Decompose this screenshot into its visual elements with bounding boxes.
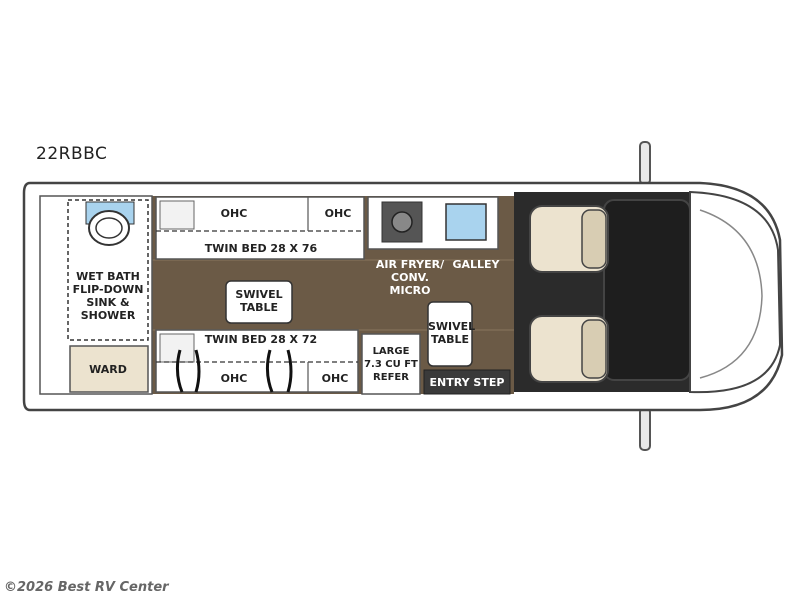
swivel-table-label: SWIVEL TABLE [235, 288, 283, 314]
ohc-label: OHC [321, 372, 349, 385]
refrigerator [361, 333, 421, 395]
seatbelt-icon [265, 349, 274, 393]
hood [689, 190, 782, 394]
galley-label: GALLEY [452, 258, 500, 271]
entry-step [423, 369, 511, 395]
air-fryer-label: AIR FRYER/ CONV. MICRO [375, 258, 445, 297]
mirror-bottom [639, 407, 651, 451]
swivel-table-right [427, 301, 473, 367]
ward-label: WARD [89, 363, 127, 376]
refer-label: LARGE 7.3 CU FT REFER [364, 346, 418, 383]
ohc-label: OHC [220, 207, 248, 220]
swivel-table-left [225, 280, 293, 324]
sink-icon [445, 203, 487, 241]
seatbelt-icon [286, 349, 293, 393]
seatbelt-icon [194, 349, 201, 393]
twin-bed-top-label: TWIN BED 28 X 76 [204, 242, 318, 255]
mirror-top [639, 141, 651, 185]
ohc-label: OHC [324, 207, 352, 220]
wardrobe [69, 345, 149, 393]
watermark: ©2026 Best RV Center [4, 580, 169, 595]
seatbelt-icon [175, 349, 184, 393]
entry-step-label: ENTRY STEP [429, 376, 505, 389]
dashboard [603, 199, 691, 381]
pillow-top [159, 200, 195, 230]
swivel-table-label: SWIVEL TABLE [428, 320, 476, 346]
model-name: 22RBBC [36, 144, 108, 164]
wet-bath-label: WET BATH FLIP-DOWN SINK & SHOWER [72, 270, 144, 322]
twin-bed-bottom-label: TWIN BED 28 X 72 [204, 333, 318, 346]
ohc-label: OHC [220, 372, 248, 385]
